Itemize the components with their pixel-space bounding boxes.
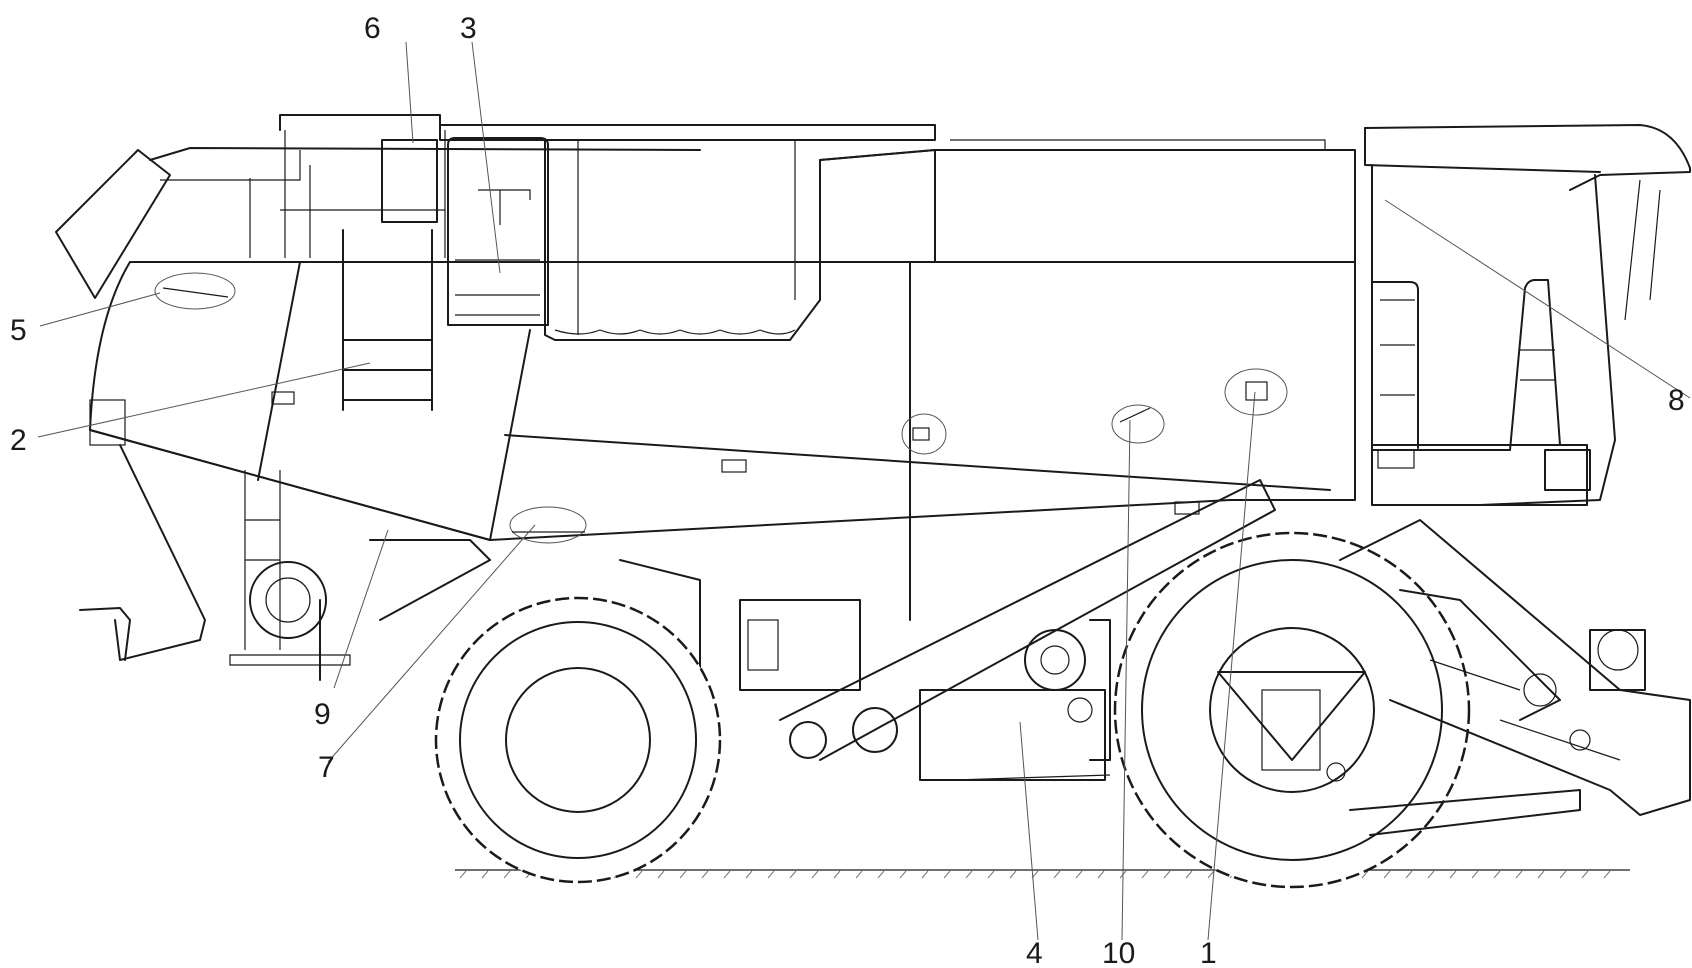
callout-numbers: 6 3 5 2 8 9 7 4 10 1 <box>10 12 1685 968</box>
callout-4: 4 <box>1026 937 1043 968</box>
unloading-auger <box>55 147 701 299</box>
decal-highlights <box>154 272 1288 544</box>
grain-tank <box>439 124 1356 341</box>
machine-body <box>89 261 1356 621</box>
side-drive-mechanism <box>619 479 1276 781</box>
rear-wheel <box>1113 531 1471 889</box>
leader-lines <box>37 41 1691 941</box>
rear-axle-assembly <box>1339 519 1691 836</box>
callout-7: 7 <box>318 751 335 784</box>
lower-front-structure <box>79 444 491 681</box>
callout-1: 1 <box>1200 937 1217 968</box>
operator-cab <box>1364 124 1691 506</box>
callout-2: 2 <box>10 424 27 457</box>
callout-10: 10 <box>1102 937 1135 968</box>
callout-3: 3 <box>460 12 477 45</box>
front-wheel <box>434 596 722 884</box>
callout-5: 5 <box>10 314 27 347</box>
callout-9: 9 <box>314 698 331 731</box>
operator-platform <box>279 114 549 411</box>
callout-8: 8 <box>1668 384 1685 417</box>
callout-6: 6 <box>364 12 381 45</box>
